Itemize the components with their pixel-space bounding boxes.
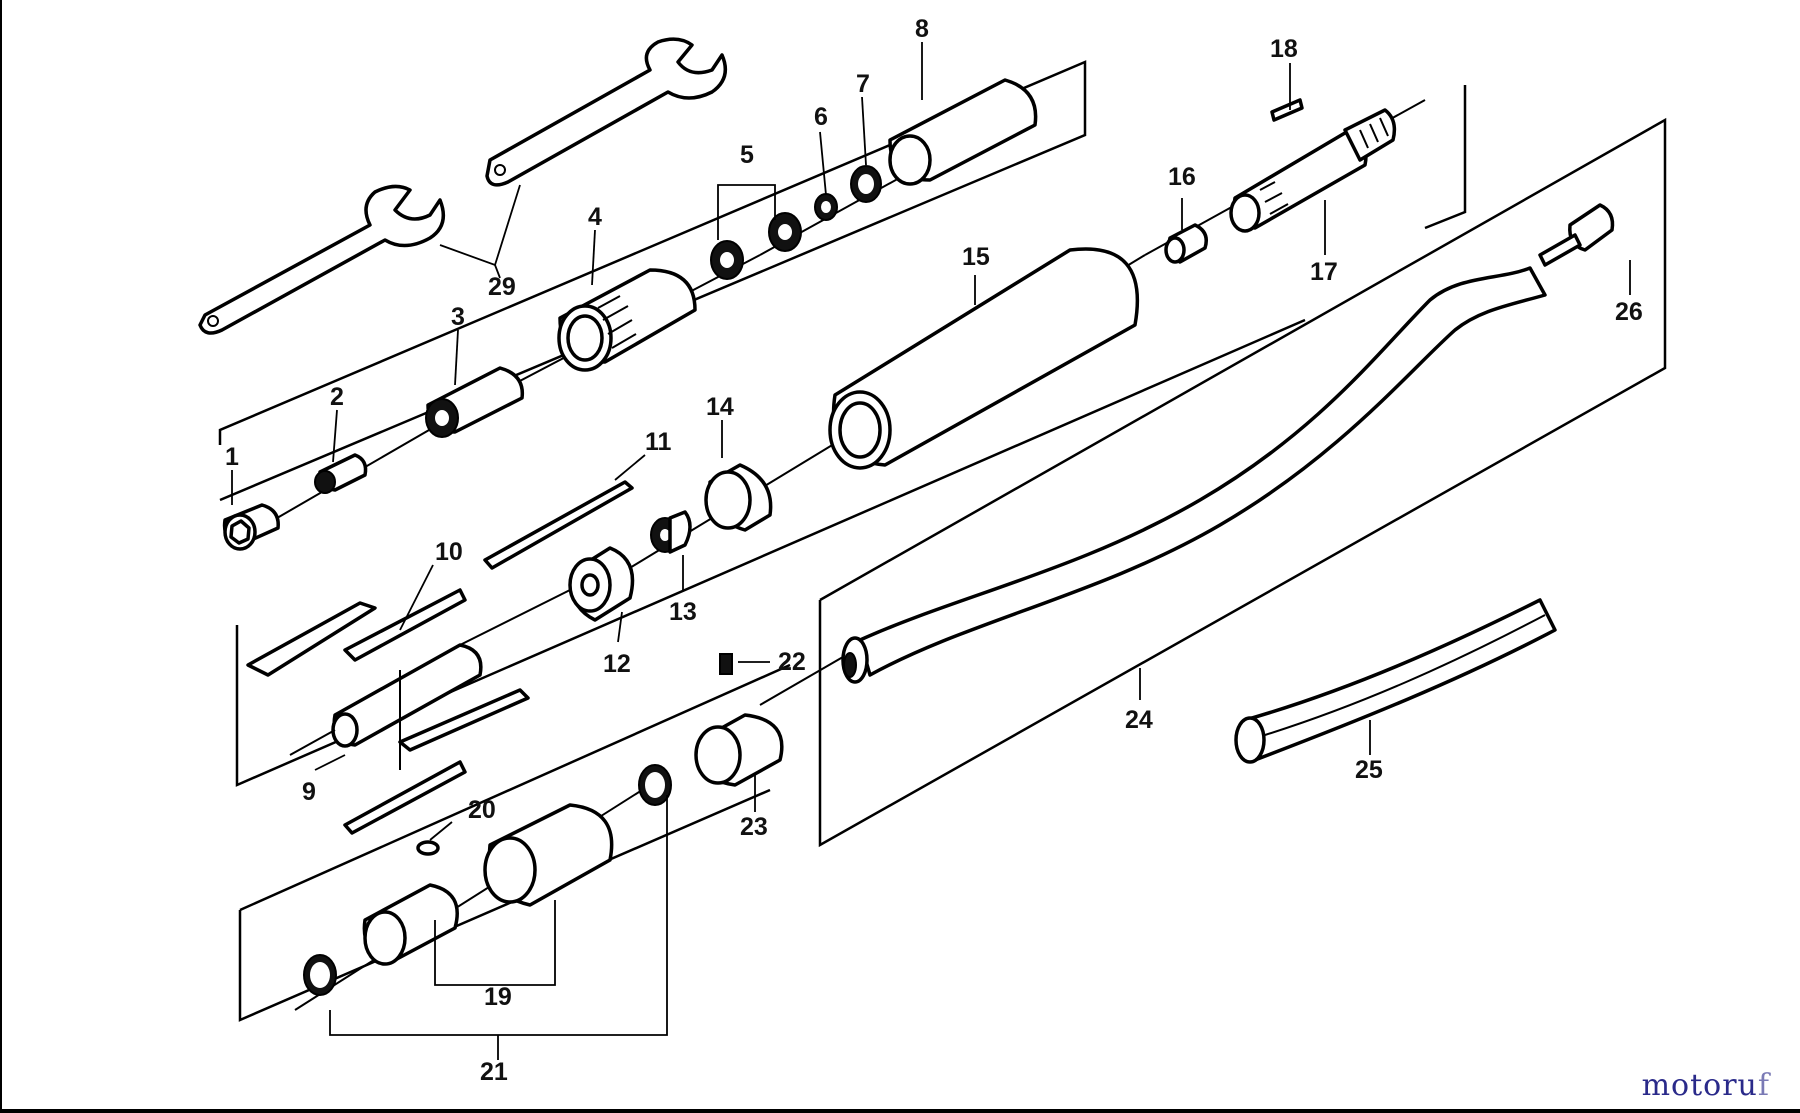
leader-lines [231,42,1631,1060]
part-9-10-rotor-assembly [246,588,530,835]
vane-d [343,760,467,835]
label-part-14: 14 [706,393,734,421]
label-part-5: 5 [740,141,754,169]
label-part-25: 25 [1355,756,1383,784]
label-part-24: 24 [1125,706,1153,734]
part-21-rings [303,764,672,996]
label-part-15: 15 [962,243,990,271]
part-26-nipple [1538,203,1615,267]
watermark-logo: motoruf [1641,1068,1770,1103]
part-23-collar [694,713,784,787]
part-8-sleeve [888,78,1038,186]
label-part-29: 29 [488,273,516,301]
label-part-8: 8 [915,15,929,43]
vane-a [246,601,377,677]
part-2-collet [314,453,368,494]
label-part-12: 12 [603,650,631,678]
frame-hose [818,117,1667,848]
label-part-1: 1 [225,443,239,471]
label-part-22: 22 [778,648,806,676]
label-part-7: 7 [856,70,870,98]
label-part-6: 6 [814,103,828,131]
label-part-19: 19 [484,983,512,1011]
part-3-spindle [425,366,525,438]
part-6-washer [814,193,838,221]
label-part-11: 11 [645,428,672,456]
part-12-cylinder [568,546,635,622]
label-part-2: 2 [330,383,344,411]
part-7-ring [850,165,882,203]
frame-middle [235,318,1306,787]
part-14-end-plate [704,463,773,532]
part-11-pin [483,480,634,570]
vane-b [343,588,467,662]
part-25-hose-sleeve [1234,598,1557,764]
part-4-housing [557,268,697,372]
label-part-9: 9 [302,778,316,806]
part-18-key [1270,98,1304,122]
label-part-4: 4 [588,203,602,231]
part-22-screw [719,653,733,675]
label-part-26: 26 [1615,298,1643,326]
label-part-20: 20 [468,796,496,824]
label-part-10: 10 [435,538,463,566]
label-part-13: 13 [669,598,697,626]
part-1-nut [222,503,280,551]
part-5-bearings [710,212,802,280]
label-part-17: 17 [1310,258,1338,286]
part-16-fitting [1164,223,1208,264]
part-19-exhaust [362,803,614,966]
part-13-bearing [650,510,692,554]
part-29-wrenches [198,37,728,335]
part-24-hose [841,266,1547,684]
left-border [0,0,2,1113]
label-part-23: 23 [740,813,768,841]
label-part-3: 3 [451,303,465,331]
part-17-handle-connector [1229,108,1397,233]
vane-c [398,688,530,752]
frame-upper [218,60,1087,502]
label-part-18: 18 [1270,35,1298,63]
bottom-border [0,1109,1800,1113]
frame-right-top [1424,85,1467,230]
part-labels: 1 2 3 4 5 6 7 8 9 10 11 12 13 14 15 16 1… [225,15,1643,1086]
wrench-upper [485,37,728,187]
wrench-lower [198,184,446,335]
part-20-pin [416,840,440,856]
label-part-16: 16 [1168,163,1196,191]
part-15-main-tube [828,247,1140,470]
label-part-21: 21 [480,1058,508,1086]
